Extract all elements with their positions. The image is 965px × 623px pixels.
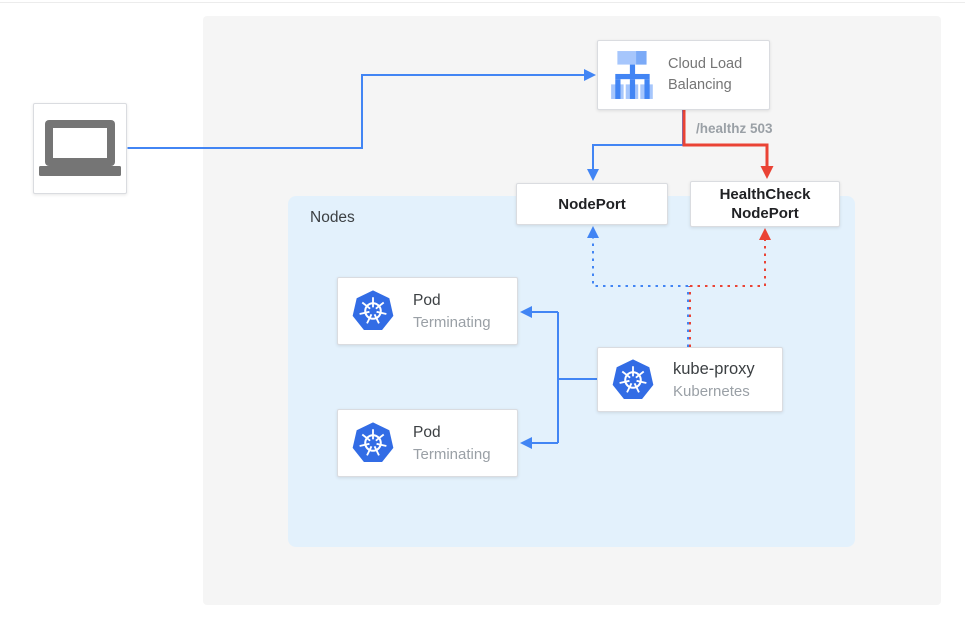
- arrowhead-into-nodeport-top: [587, 169, 599, 181]
- healthcheck-label-line2: NodePort: [731, 205, 799, 222]
- kube-proxy-subtitle: Kubernetes: [673, 382, 750, 400]
- healthcheck-nodeport-node: HealthCheck NodePort: [690, 181, 840, 227]
- cloud-load-balancing-label: Cloud Load Balancing: [668, 56, 743, 93]
- cloud-load-balancing-node: Cloud Load Balancing: [597, 40, 770, 110]
- kubernetes-icon: [612, 358, 654, 399]
- arrowhead-into-nodeport-bottom: [587, 226, 599, 238]
- healthcheck-label-line1: HealthCheck: [719, 186, 811, 203]
- edge-lb-to-nodeport: [592, 110, 684, 170]
- kubernetes-icon: [352, 290, 394, 330]
- edge-client-to-lb: [127, 74, 584, 149]
- kube-proxy-title: kube-proxy: [673, 359, 755, 378]
- arrowhead-into-pod1: [520, 306, 532, 318]
- kubernetes-icon: [352, 422, 394, 462]
- laptop-icon: [39, 119, 121, 176]
- edge-kubeproxy-to-pods: [532, 311, 597, 444]
- edge-kubeproxy-to-healthcheck: [690, 239, 766, 287]
- page-top-divider: [0, 2, 965, 3]
- edge-lb-to-healthcheck: [682, 110, 769, 167]
- edge-kubeproxy-to-nodeport: [592, 236, 688, 287]
- load-balancer-icon: [611, 51, 653, 99]
- pod-title: Pod: [413, 424, 441, 441]
- pod-terminating-node-1: Pod Terminating: [337, 277, 518, 345]
- pod-status: Terminating: [413, 314, 491, 331]
- nodes-group-label: Nodes: [310, 209, 355, 226]
- arrowhead-into-healthcheck-bottom: [759, 228, 771, 240]
- kube-proxy-node: kube-proxy Kubernetes: [597, 347, 783, 412]
- nodeport-node: NodePort: [516, 183, 668, 225]
- arrowhead-into-lb: [584, 69, 596, 81]
- pod-terminating-node-2: Pod Terminating: [337, 409, 518, 477]
- arrowhead-into-healthcheck-top: [760, 166, 774, 179]
- client-node: [33, 103, 127, 194]
- nodeport-label: NodePort: [558, 195, 626, 213]
- arrowhead-into-pod2: [520, 437, 532, 449]
- healthz-edge-label: /healthz 503: [696, 121, 773, 136]
- pod-status: Terminating: [413, 446, 491, 463]
- pod-title: Pod: [413, 292, 441, 309]
